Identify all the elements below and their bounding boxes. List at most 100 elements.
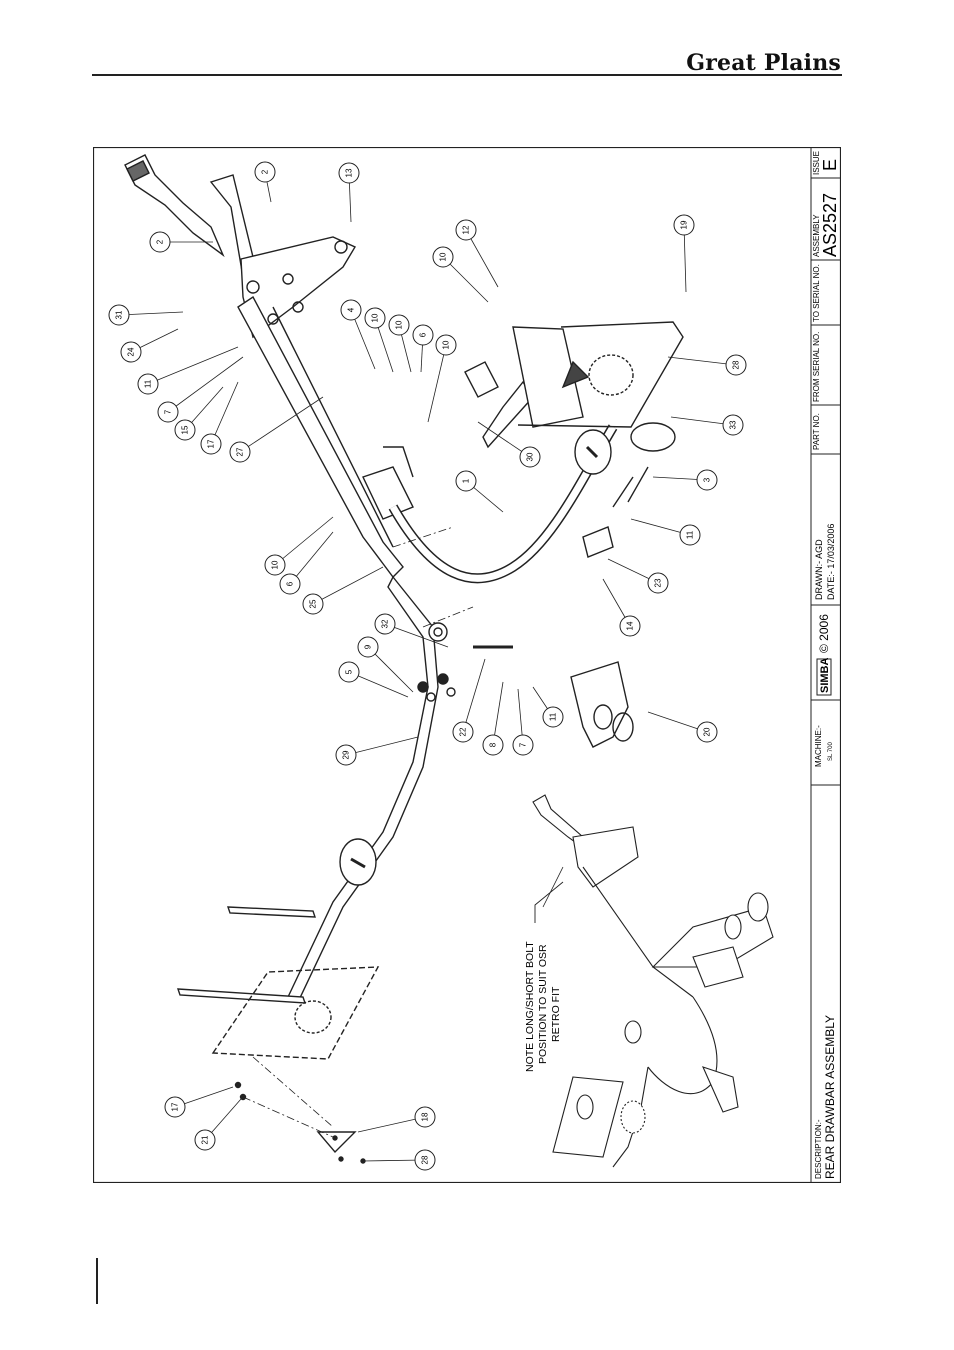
callout-balloon-7: 7 [157, 356, 244, 423]
drawn-date: DATE:- 17/03/2006 [826, 524, 836, 600]
callout-balloon-10: 10 [364, 307, 394, 373]
callout-number: 4 [347, 307, 356, 312]
callout-number: 10 [271, 560, 280, 569]
callout-number: 30 [526, 452, 535, 461]
to-serial-label: TO SERIAL NO. [812, 264, 821, 322]
callout-number: 11 [144, 379, 153, 388]
callout-balloon-21: 21 [194, 1098, 242, 1151]
callout-circle [174, 419, 196, 441]
callout-balloon-6: 6 [279, 531, 334, 595]
callout-balloon-17: 17 [200, 381, 239, 455]
callout-leader [167, 356, 244, 413]
callout-leader [367, 646, 414, 693]
callout-circle [388, 314, 410, 336]
callout-balloon-28: 28 [362, 1149, 436, 1171]
callout-leader [427, 344, 447, 423]
callout-leader [312, 566, 384, 605]
callout-balloon-11: 11 [137, 346, 239, 395]
callout-circle [455, 219, 477, 241]
callout-circle [414, 1106, 436, 1128]
callout-circle [302, 593, 324, 615]
callout-balloon-12: 12 [455, 219, 499, 288]
callout-leader [350, 309, 376, 370]
callout-number: 32 [381, 619, 390, 628]
callout-balloon-1: 1 [455, 470, 504, 513]
callout-leader [492, 681, 504, 746]
callout-balloon-7: 7 [512, 688, 534, 756]
callout-balloon-17: 17 [164, 1086, 234, 1118]
callout-balloon-15: 15 [174, 386, 224, 441]
callout-number: 28 [732, 360, 741, 369]
callout-leader [147, 346, 239, 385]
callout-number: 24 [127, 347, 136, 356]
callout-leader [118, 311, 184, 316]
callout-number: 9 [364, 644, 373, 649]
callout-number: 22 [459, 727, 468, 736]
callout-leader [667, 356, 737, 366]
callout-circle [696, 469, 718, 491]
callout-balloon-10: 10 [388, 314, 412, 373]
callout-number: 11 [549, 712, 558, 721]
callout-leader [384, 623, 449, 648]
callout-number: 7 [519, 742, 528, 747]
callout-number: 5 [345, 669, 354, 674]
callout-balloon-13: 13 [338, 162, 360, 223]
header-rule [92, 74, 842, 76]
callout-number: 29 [342, 750, 351, 759]
callout-balloon-18: 18 [357, 1106, 436, 1133]
sheet-border [93, 147, 841, 1183]
callout-number: 28 [421, 1155, 430, 1164]
issue-value: E [820, 159, 840, 171]
callout-number: 31 [115, 310, 124, 319]
callout-leader [210, 381, 239, 445]
callout-leader [465, 229, 499, 288]
callout-circle [512, 734, 534, 756]
from-serial-label: FROM SERIAL NO. [812, 332, 821, 402]
callout-balloon-9: 9 [357, 636, 414, 693]
issue-label: ISSUE [812, 151, 821, 175]
callout-number: 18 [421, 1112, 430, 1121]
callout-circle [108, 304, 130, 326]
callout-number: 2 [156, 239, 165, 244]
callout-circle [414, 1149, 436, 1171]
callout-number: 8 [489, 742, 498, 747]
part-no-label: PART NO. [812, 413, 821, 450]
callout-circle [455, 470, 477, 492]
callout-balloon-2: 2 [149, 231, 213, 253]
callout-number: 10 [395, 320, 404, 329]
callout-circle [137, 373, 159, 395]
callout-number: 10 [439, 252, 448, 261]
callout-balloon-30: 30 [477, 421, 541, 468]
callout-number: 20 [703, 727, 712, 736]
callout-balloon-19: 19 [673, 214, 695, 293]
callout-circle [200, 433, 222, 455]
callout-circle [194, 1129, 216, 1151]
callout-leader [345, 736, 419, 756]
main-drawbar-drawing [124, 154, 684, 1164]
callout-leader [357, 1116, 426, 1133]
callout-leader [462, 658, 486, 733]
callout-circle [364, 307, 386, 329]
callout-circle [696, 721, 718, 743]
callout-circle [412, 324, 434, 346]
callout-balloon-28: 28 [667, 354, 747, 376]
callout-circle [335, 744, 357, 766]
callout-number: 19 [680, 220, 689, 229]
callout-number: 2 [261, 169, 270, 174]
drawn-by: DRAWN:- AGD [814, 539, 824, 600]
callout-number: 17 [171, 1102, 180, 1111]
assembly-label: ASSEMBLY [812, 214, 821, 257]
callout-balloon-11: 11 [630, 518, 701, 546]
callout-number: 6 [419, 332, 428, 337]
callout-circle [679, 524, 701, 546]
callout-circle [374, 613, 396, 635]
callout-circle [164, 1096, 186, 1118]
callout-number: 11 [686, 530, 695, 539]
note-line-1: NOTE LONG/SHORT BOLT [524, 941, 536, 1072]
callout-number: 12 [462, 225, 471, 234]
callout-number: 27 [236, 447, 245, 456]
note-line-3: RETRO FIT [550, 986, 562, 1042]
callout-circle [725, 354, 747, 376]
callout-leader [348, 671, 409, 698]
